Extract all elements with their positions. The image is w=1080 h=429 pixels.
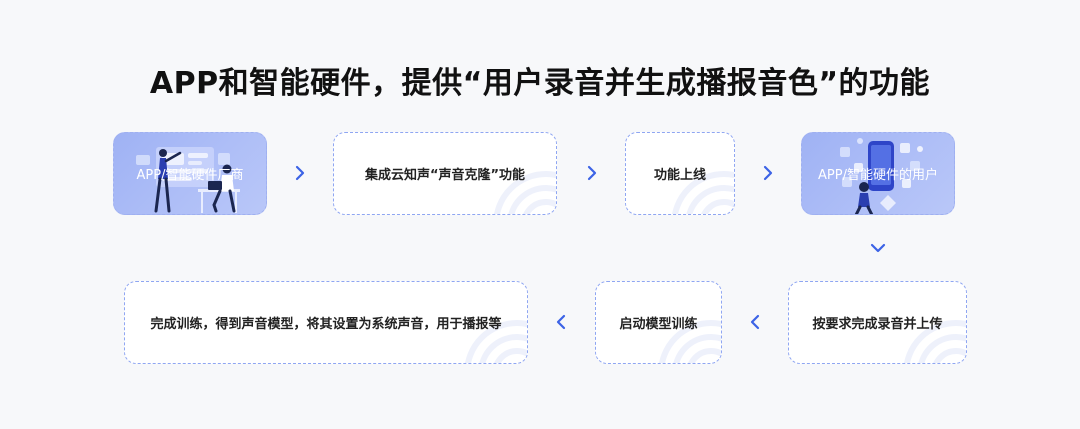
step-label: 完成训练，得到声音模型，将其设置为系统声音，用于播报等 [150,317,502,332]
page-title: APP和智能硬件，提供“用户录音并生成播报音色”的功能 [149,66,931,101]
chevron-right-icon [587,165,597,181]
chevron-down-icon [870,243,886,253]
step-finish-training: 完成训练，得到声音模型，将其设置为系统声音，用于播报等 [124,281,528,364]
step-record-upload: 按要求完成录音并上传 [788,281,967,364]
chevron-left-icon [750,314,760,330]
step-start-training: 启动模型训练 [595,281,722,364]
step-label: APP/智能硬件厂商 [136,168,244,183]
step-app-vendor: APP/智能硬件厂商 [113,132,267,215]
step-label: 功能上线 [653,168,706,183]
step-label: 按要求完成录音并上传 [812,317,943,332]
chevron-left-icon [556,314,566,330]
step-label: 启动模型训练 [619,317,698,332]
step-feature-launch: 功能上线 [625,132,735,215]
step-label: 集成云知声“声音克隆”功能 [364,168,526,183]
chevron-right-icon [295,165,305,181]
step-label: APP/智能硬件的用户 [818,168,938,183]
chevron-right-icon [763,165,773,181]
step-integrate-voice-clone: 集成云知声“声音克隆”功能 [333,132,557,215]
step-end-users: APP/智能硬件的用户 [801,132,955,215]
